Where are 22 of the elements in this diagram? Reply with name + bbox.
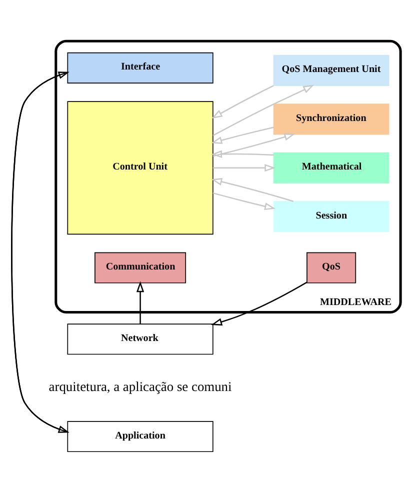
node-box: Interface	[67, 52, 214, 83]
node-box: Session	[273, 200, 390, 232]
node-box: Network	[67, 323, 214, 354]
node-box: Synchronization	[273, 103, 390, 134]
node-box: Mathematical	[273, 152, 390, 183]
arrow	[212, 164, 276, 172]
arrow	[211, 150, 274, 158]
node-box: QoS	[306, 252, 356, 283]
node-box: QoS Management Unit	[273, 54, 390, 86]
arrow	[211, 178, 294, 202]
node-box: Application	[67, 420, 214, 452]
arrow	[211, 84, 274, 118]
arrow	[211, 126, 274, 144]
arrow	[211, 281, 308, 326]
label: arquitetura, a aplicação se comuni	[48, 378, 232, 394]
arrow	[212, 132, 296, 156]
node-box: Communication	[94, 252, 186, 283]
arrow	[212, 192, 276, 210]
arrow	[11, 71, 70, 432]
arrow	[136, 280, 144, 324]
node-box: Control Unit	[67, 100, 214, 234]
arrow	[212, 84, 314, 136]
